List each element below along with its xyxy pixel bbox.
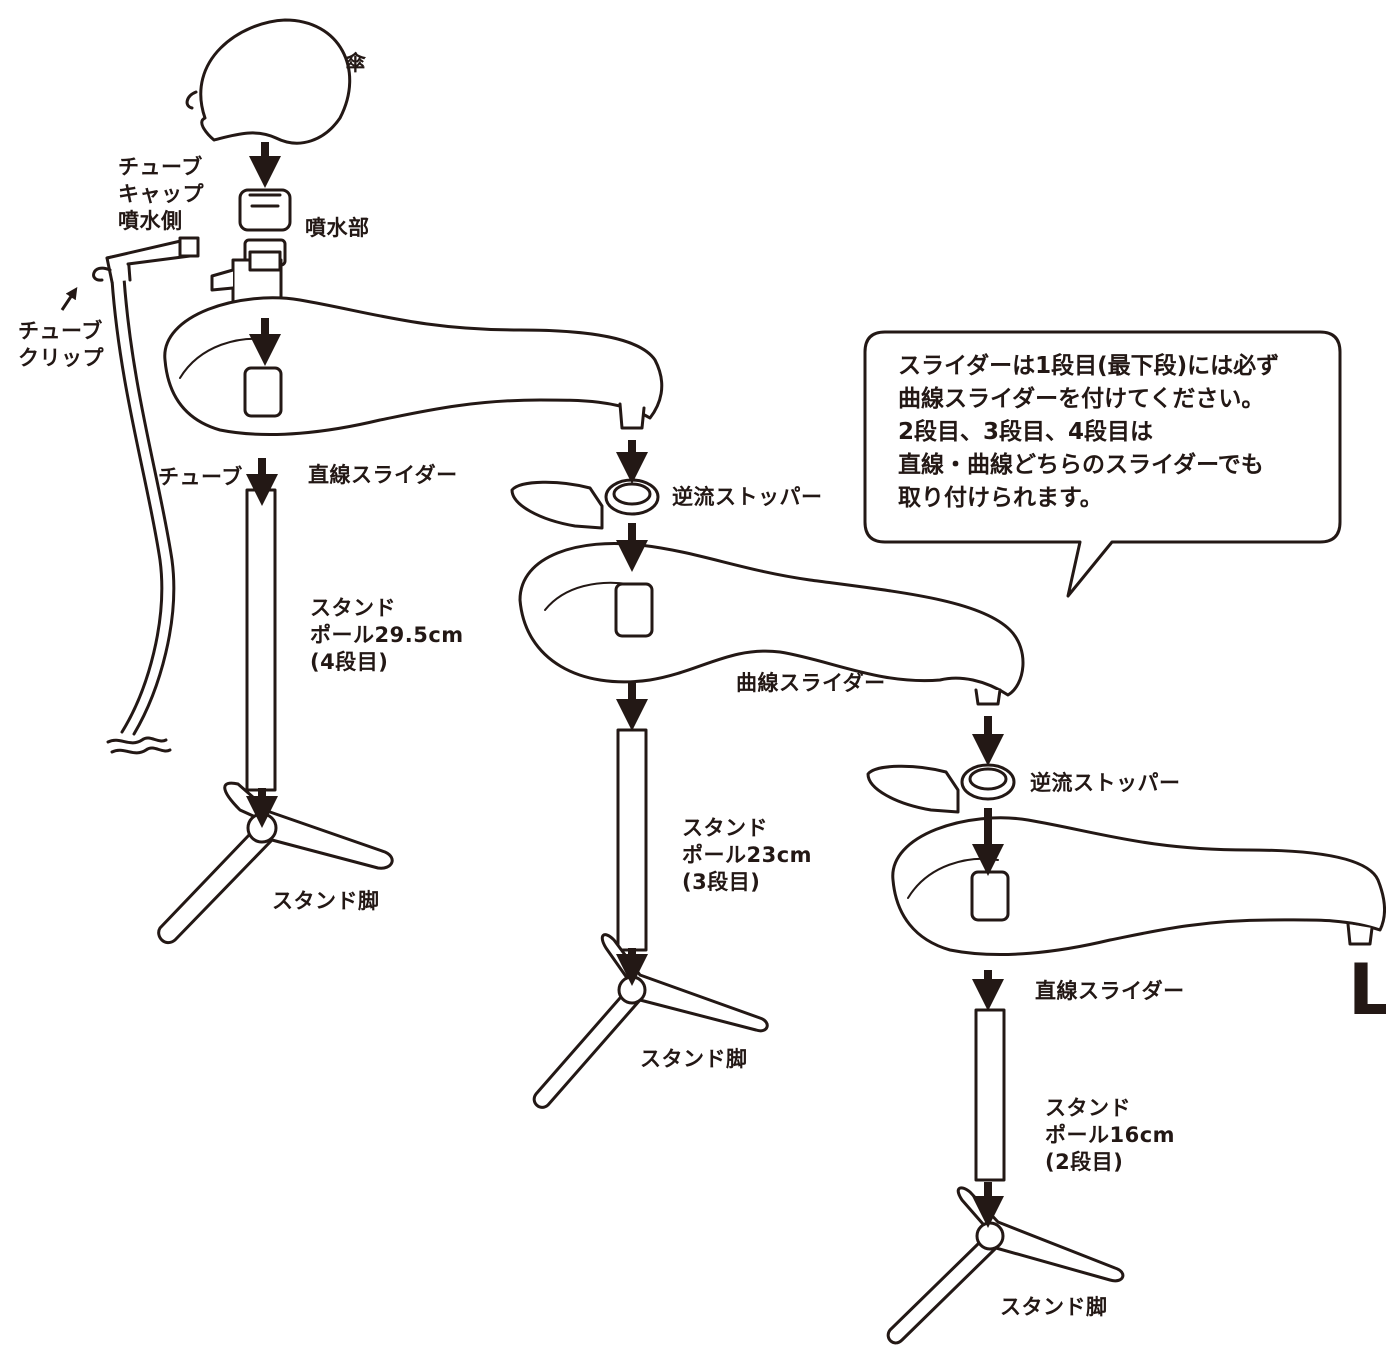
- corner-letter: L: [1348, 949, 1386, 1031]
- backflow-stopper-1: [510, 478, 660, 530]
- fountain-part: [210, 188, 292, 312]
- callout-bubble: [863, 330, 1342, 598]
- callout-line: 直線・曲線どちらのスライダーでも: [898, 452, 1264, 478]
- label-backflow-stopper-2: 逆流ストッパー: [1030, 771, 1181, 795]
- stand-leg-2: [532, 933, 769, 1109]
- label-tube: チューブ: [158, 465, 243, 489]
- backflow-stopper-2: [866, 763, 1016, 814]
- umbrella-part: [199, 18, 352, 145]
- tube-part: [92, 236, 200, 755]
- curved-slider: [518, 541, 1025, 706]
- pole-29: [245, 488, 277, 792]
- straight-slider-bottom: [891, 816, 1386, 957]
- callout-line: 取り付けられます。: [898, 485, 1103, 511]
- stand-leg-3: [886, 1186, 1125, 1345]
- label-stand-leg-2: スタンド脚: [640, 1047, 748, 1071]
- label-pole-23: スタンド ポール23cm (3段目): [682, 816, 813, 894]
- pole-23: [616, 728, 648, 952]
- stand-leg-1: [157, 781, 394, 945]
- pole-16: [974, 1008, 1006, 1182]
- callout-line: 2段目、3段目、4段目は: [898, 419, 1154, 445]
- label-straight-slider-bottom: 直線スライダー: [1035, 979, 1185, 1003]
- straight-slider-top: [163, 296, 664, 437]
- label-curved-slider: 曲線スライダー: [736, 671, 886, 695]
- label-tube-cap: チューブ キャップ 噴水側: [118, 155, 204, 233]
- label-stand-leg-3: スタンド脚: [1000, 1295, 1108, 1319]
- label-umbrella: 傘: [345, 51, 367, 75]
- label-fountain: 噴水部: [305, 216, 370, 240]
- callout-text: スライダーは1段目(最下段)には必ず 曲線スライダーを付けてください。 2段目、…: [898, 350, 1328, 515]
- callout-line: スライダーは1段目(最下段)には必ず: [898, 353, 1280, 379]
- label-pole-29: スタンド ポール29.5cm (4段目): [310, 596, 464, 674]
- label-stand-leg-1: スタンド脚: [272, 889, 380, 913]
- label-tube-clip: チューブ クリップ: [18, 319, 104, 370]
- label-pole-16: スタンド ポール16cm (2段目): [1045, 1096, 1176, 1174]
- label-straight-slider-top: 直線スライダー: [308, 463, 458, 487]
- label-backflow-stopper-1: 逆流ストッパー: [672, 485, 823, 509]
- callout-line: 曲線スライダーを付けてください。: [898, 386, 1265, 412]
